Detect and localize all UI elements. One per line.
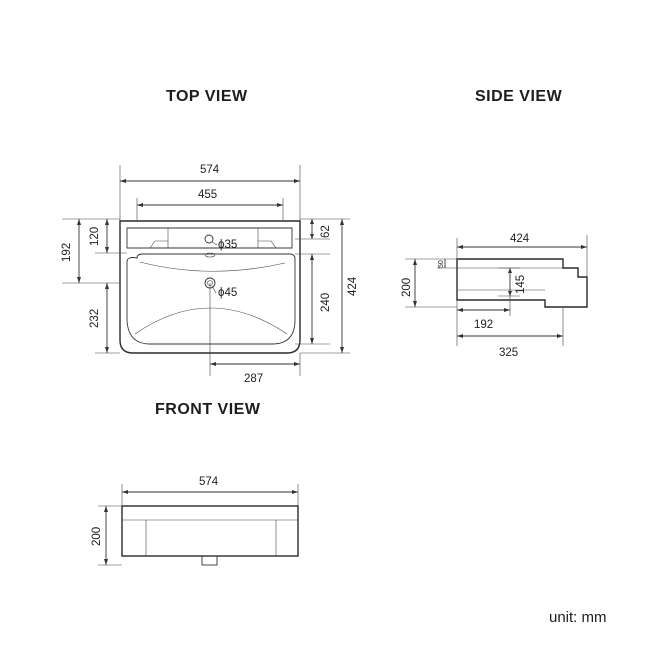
- dim-192-left: 192: [61, 243, 73, 262]
- top-bowl-front-curve: [134, 307, 288, 335]
- unit-label: unit: mm: [549, 609, 607, 626]
- overflow-slot: [204, 252, 216, 258]
- dim-455: 455: [198, 189, 217, 201]
- tap-leader: [211, 241, 218, 246]
- tap-hole: [204, 234, 214, 244]
- dim-200-side: 200: [401, 278, 413, 297]
- top-view: ϕ35 ϕ45 574 455 192 120 232: [61, 164, 359, 385]
- dim-145: 145: [515, 275, 527, 294]
- waste-hole-label: ϕ45: [218, 287, 237, 299]
- front-view: 574 200: [91, 476, 299, 566]
- front-view-title: FRONT VIEW: [155, 401, 261, 418]
- dim-62: 62: [320, 225, 332, 238]
- dim-50: 50: [438, 260, 445, 268]
- dim-287: 287: [244, 373, 263, 385]
- side-view: 424 200 50 145 192 325: [401, 233, 588, 359]
- top-bowl-outline: [126, 253, 296, 345]
- dim-574-front: 574: [199, 476, 219, 488]
- dim-120: 120: [89, 227, 101, 246]
- top-bowl-inner-curve: [139, 261, 286, 272]
- top-side-slope-right: [258, 240, 292, 249]
- side-view-title: SIDE VIEW: [475, 88, 563, 105]
- dim-232: 232: [89, 309, 101, 328]
- front-body: [121, 505, 299, 557]
- waste-leader: [211, 285, 217, 294]
- dim-424-top: 424: [347, 276, 359, 296]
- dim-424-side: 424: [510, 233, 530, 245]
- dim-192-side: 192: [474, 319, 493, 331]
- dim-200-front: 200: [91, 527, 103, 546]
- dim-574-top: 574: [200, 164, 220, 176]
- top-tap-deck: [126, 227, 293, 249]
- top-view-title: TOP VIEW: [166, 88, 248, 105]
- top-side-slope-left: [127, 240, 168, 249]
- tap-hole-label: ϕ35: [218, 239, 237, 251]
- front-waste-outlet: [201, 555, 218, 566]
- dim-240: 240: [320, 293, 332, 312]
- top-basin-outline: [119, 220, 301, 354]
- dim-325: 325: [499, 347, 518, 359]
